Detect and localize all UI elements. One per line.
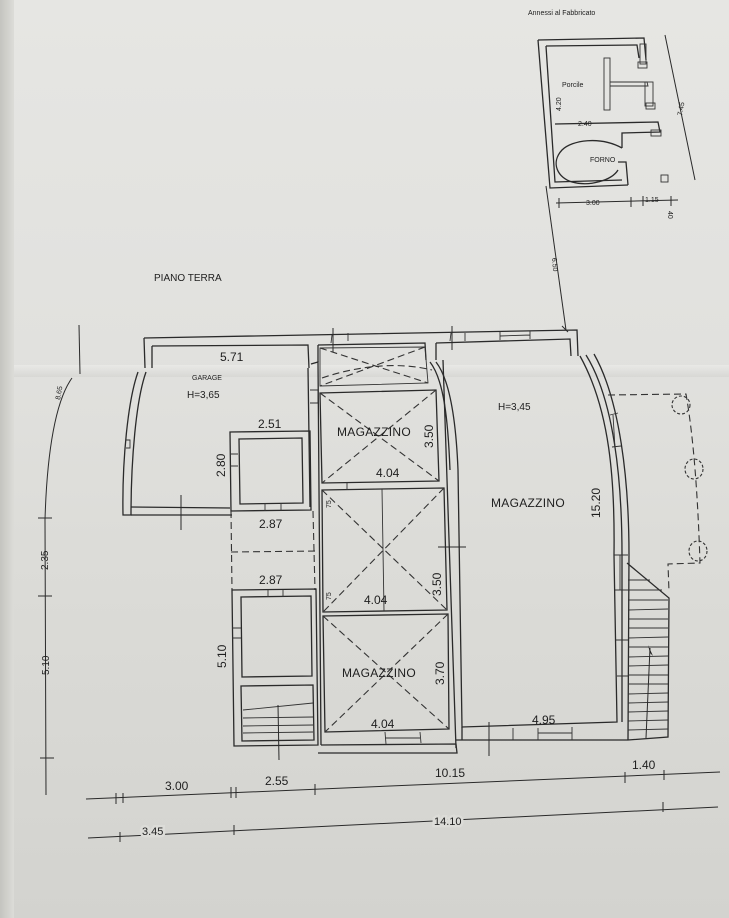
left-dim-bottom: 5.10	[41, 655, 52, 675]
small-room-1-height: 2.80	[214, 453, 228, 477]
annex-dim-bottom-left: 3.00	[586, 200, 600, 207]
left-dimension-chain: 8.65 2.35 5.10	[38, 324, 81, 796]
store-top-label: MAGAZZINO	[337, 425, 411, 439]
garage-height: H=3,65	[187, 390, 220, 401]
store-top-depth: 3.50	[422, 424, 436, 448]
annex-dim-bottom-right: 1.15	[645, 197, 659, 204]
store-large-label: MAGAZZINO	[491, 496, 565, 510]
annex-dim-connector: 6.50	[550, 258, 558, 272]
left-dim-top: 8.65	[55, 386, 64, 401]
bottom-total-2: 14.10	[434, 816, 462, 828]
garage-notch: 2.51	[258, 417, 282, 431]
store-mid-offset-top: 75	[326, 500, 333, 508]
annex-dim-tail: 40	[666, 211, 673, 219]
store-bottom-width: 4.04	[371, 717, 395, 731]
store-bottom-depth: 3.70	[433, 661, 447, 685]
drawing-title: PIANO TERRA	[154, 273, 222, 284]
left-dim-middle: 2.35	[40, 550, 51, 570]
store-large-length: 15.20	[589, 488, 603, 518]
store-bottom-label: MAGAZZINO	[342, 666, 416, 680]
store-mid-offset-bottom: 75	[326, 592, 333, 600]
annex-dim-inner-height: 4.20	[556, 97, 563, 111]
bottom-dimension-chain: 3.00 2.55 10.15 1.40 3.45 14.10	[85, 758, 721, 842]
stair-arrow-icon	[648, 645, 653, 656]
garage-width: 5.71	[220, 350, 244, 364]
annex-plan: Annessi al Fabbricato Porcile FORNO 4.20…	[528, 10, 696, 333]
bottom-dim-4: 1.40	[632, 758, 656, 772]
small-room-1-width: 2.87	[259, 517, 283, 531]
bottom-total-1: 3.45	[142, 826, 163, 838]
store-mid-width: 4.04	[364, 593, 388, 607]
paper-edge	[0, 0, 14, 918]
small-room-2-width: 2.87	[259, 573, 283, 587]
annex-dim-overall-height: 7.45	[677, 102, 686, 117]
small-room-2-height: 5.10	[215, 644, 229, 668]
bottom-dim-3: 10.15	[435, 766, 465, 780]
main-plan: GARAGE H=3,65 5.71 2.51 2.80 2.87 2.87 5…	[122, 326, 708, 761]
garage-label: GARAGE	[192, 375, 222, 382]
bottom-dim-1: 3.00	[165, 779, 189, 793]
annex-dim-inner-width: 2.40	[578, 121, 592, 128]
annex-title: Annessi al Fabbricato	[528, 10, 595, 17]
bottom-dim-2: 2.55	[265, 774, 289, 788]
annex-room-forno: FORNO	[590, 157, 616, 164]
store-large-width: 4.95	[532, 713, 556, 727]
annex-room-porcile: Porcile	[562, 82, 584, 89]
paper-fold	[0, 365, 729, 377]
store-mid-depth: 3.50	[430, 572, 444, 596]
store-large-height: H=3,45	[498, 402, 531, 413]
store-top-width: 4.04	[376, 466, 400, 480]
stair-treads	[627, 579, 669, 731]
